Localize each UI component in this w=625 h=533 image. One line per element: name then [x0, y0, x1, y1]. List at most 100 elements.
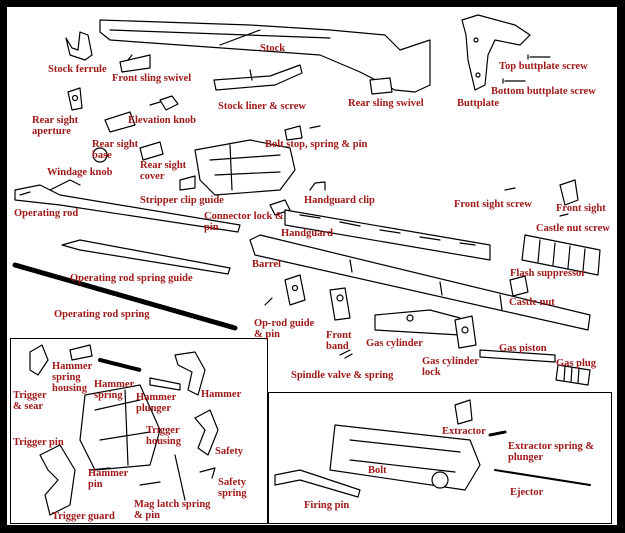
trigger-sear-part — [29, 344, 49, 376]
firing-pin-part — [274, 469, 361, 498]
hammer-pin-part — [89, 467, 111, 471]
label-front-band: Front band — [326, 330, 352, 352]
label-stock: Stock — [260, 43, 286, 54]
rear-sight-base-part — [104, 111, 136, 133]
hammer-spring-housing-part — [69, 344, 93, 361]
bolt-stop-part — [284, 125, 321, 141]
label-bottom-buttplate-screw: Bottom buttplate screw — [491, 86, 596, 97]
trigger-housing-part — [79, 384, 161, 471]
label-front-sight-screw: Front sight screw — [454, 199, 532, 210]
gas-piston-part — [479, 349, 556, 363]
label-bolt: Bolt — [368, 465, 387, 476]
label-castle-nut: Castle nut — [509, 297, 555, 308]
label-rear-sight-base: Rear sight base — [92, 139, 139, 161]
hammer-spring-part — [98, 358, 142, 372]
label-trigger-pin: Trigger pin — [13, 437, 64, 448]
extractor-spring-part — [488, 430, 507, 437]
label-extractor-spring: Extractor spring & plunger — [508, 441, 595, 463]
elevation-knob-part — [149, 95, 179, 111]
label-flash-suppressor: Flash suppressor — [510, 268, 586, 279]
spindle-valve-part — [339, 349, 353, 359]
label-gas-cylinder-lock: Gas cylinder lock — [422, 356, 479, 378]
label-top-buttplate-screw: Top buttplate screw — [499, 61, 588, 72]
label-stripper-clip-guide: Stripper clip guide — [140, 195, 224, 206]
label-gas-piston: Gas piston — [499, 343, 547, 354]
bottom-buttplate-screw-part — [502, 78, 526, 84]
front-band-part — [329, 287, 351, 321]
label-castle-nut-screw: Castle nut screw — [536, 223, 610, 234]
label-trigger-housing: Trigger housing — [146, 425, 182, 447]
label-windage-knob: Windage knob — [47, 167, 113, 178]
handguard-part — [284, 209, 491, 261]
label-stock-liner: Stock liner & screw — [218, 101, 306, 112]
flash-suppressor-part — [521, 234, 601, 276]
rear-sling-swivel-part — [369, 77, 393, 95]
rear-sight-aperture-part — [67, 87, 83, 111]
label-extractor: Extractor — [442, 426, 486, 437]
label-connector-lock: Connector lock & pin — [204, 211, 284, 233]
trigger-guard-part — [39, 444, 76, 516]
hammer-plunger-part — [149, 377, 181, 391]
label-operating-rod: Operating rod — [14, 208, 79, 219]
label-rear-sling-swivel: Rear sling swivel — [348, 98, 424, 109]
safety-part — [194, 409, 219, 456]
label-front-sling-swivel: Front sling swivel — [112, 73, 192, 84]
label-spindle-valve: Spindle valve & spring — [291, 370, 394, 381]
label-hammer-spring-housing: Hammer spring housing — [52, 361, 93, 394]
stock-part — [99, 19, 431, 93]
mag-latch-part — [139, 454, 186, 501]
gas-cylinder-lock-part — [454, 315, 477, 349]
label-barrel: Barrel — [252, 259, 281, 270]
label-handguard: Handguard — [281, 228, 333, 239]
op-rod-spring-guide-part — [61, 239, 231, 275]
front-sight-part — [559, 179, 579, 206]
rear-sight-cover-part — [139, 141, 164, 161]
label-mag-latch: Mag latch spring & pin — [134, 499, 211, 521]
handguard-clip-part — [309, 181, 326, 191]
label-elevation-knob: Elevation knob — [128, 115, 196, 126]
castle-nut-part — [509, 275, 529, 297]
extractor-part — [454, 399, 473, 425]
label-safety-spring: Safety spring — [218, 477, 247, 499]
trigger-group-box — [10, 338, 268, 524]
hammer-part — [174, 351, 206, 396]
buttplate-part — [461, 14, 531, 91]
top-buttplate-screw-part — [527, 54, 551, 60]
stock-ferrule-part — [65, 31, 93, 61]
safety-spring-part — [199, 467, 216, 479]
label-operating-rod-spring: Operating rod spring — [54, 309, 150, 320]
front-sight-screw-part — [504, 187, 516, 191]
gas-cylinder-part — [374, 309, 461, 336]
label-hammer-pin: Hammer pin — [88, 468, 129, 490]
label-op-rod-spring-guide: Operating rod spring guide — [70, 273, 193, 284]
label-front-sight: Front sight — [556, 203, 606, 214]
bolt-group-box — [268, 392, 612, 524]
stripper-clip-guide-part — [179, 175, 196, 191]
label-rear-sight-cover: Rear sight cover — [140, 160, 187, 182]
operating-rod-part — [14, 184, 241, 233]
label-ejector: Ejector — [510, 487, 544, 498]
castle-nut-screw-part — [559, 213, 569, 217]
label-hammer-spring: Hammer spring — [94, 379, 135, 401]
label-hammer-plunger: Hammer plunger — [136, 392, 177, 414]
label-gas-plug: Gas plug — [556, 358, 596, 369]
label-firing-pin: Firing pin — [304, 500, 350, 511]
label-handguard-clip: Handguard clip — [304, 195, 375, 206]
operating-rod-spring-part — [12, 262, 238, 331]
label-gas-cylinder: Gas cylinder — [366, 338, 423, 349]
label-bolt-stop: Bolt stop, spring & pin — [265, 139, 368, 150]
barrel-part — [249, 234, 591, 331]
label-op-rod-guide: Op-rod guide & pin — [254, 318, 315, 340]
label-trigger-sear: Trigger & sear — [13, 390, 47, 412]
label-stock-ferrule: Stock ferrule — [48, 64, 107, 75]
front-sling-swivel-part — [119, 54, 151, 73]
stock-liner-part — [213, 64, 303, 91]
label-safety: Safety — [215, 446, 243, 457]
label-buttplate: Buttplate — [457, 98, 499, 109]
receiver-part — [194, 139, 296, 196]
label-trigger-guard: Trigger guard — [52, 511, 115, 522]
windage-knob-part — [92, 147, 108, 163]
ejector-part — [494, 469, 591, 486]
label-hammer: Hammer — [201, 389, 242, 400]
